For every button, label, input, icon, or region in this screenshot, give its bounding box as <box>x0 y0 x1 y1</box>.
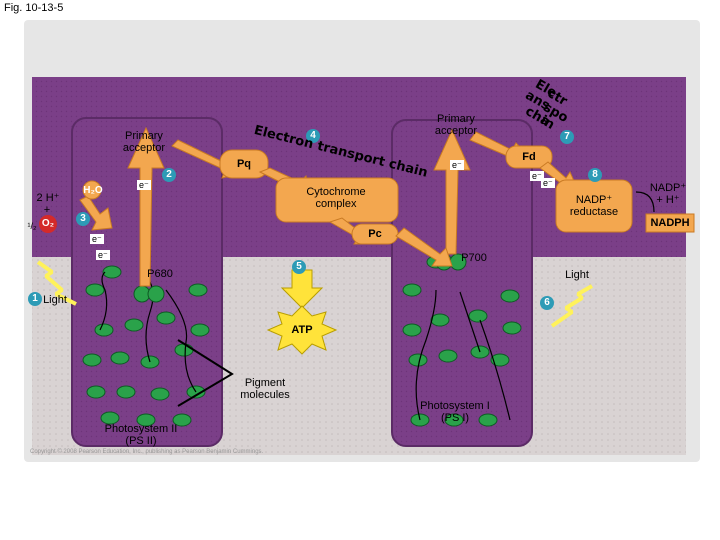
copyright-notice: Copyright © 2008 Pearson Education, Inc.… <box>30 449 264 455</box>
pigment-molecule <box>94 323 114 337</box>
pigment-molecule <box>124 318 144 332</box>
step-badge-8: 8 <box>588 168 602 182</box>
p680-reaction-center <box>133 285 165 303</box>
etc-arrow-pc-to-p700 <box>395 227 453 267</box>
pigment-molecule <box>156 311 176 325</box>
primary-acceptor-ps2-label: Primary acceptor <box>122 130 166 154</box>
pigment-molecule <box>85 283 105 297</box>
electron-label: e⁻ <box>137 180 151 190</box>
two-h-plus-label: 2 H⁺ <box>36 192 60 204</box>
electron-label: e⁻ <box>90 234 104 244</box>
atp-label: ATP <box>291 324 313 336</box>
step-badge-6: 6 <box>540 296 554 310</box>
pigment-molecule <box>502 321 522 335</box>
pigment-molecule <box>190 323 210 337</box>
electron-label: e⁻ <box>541 178 555 188</box>
light-label-left: Light <box>43 294 67 306</box>
step-badge-5: 5 <box>292 260 306 274</box>
water-molecule <box>82 180 102 200</box>
plus-label: + <box>43 204 51 216</box>
h2o-label: H₂O <box>83 185 103 196</box>
fd-label: Fd <box>522 151 536 163</box>
p680-label: P680 <box>147 268 173 280</box>
pigment-molecule <box>468 309 488 323</box>
light-bolt-left <box>36 260 77 306</box>
electron-label: e⁻ <box>96 250 110 260</box>
p700-label: P700 <box>461 252 487 264</box>
light-label-right: Light <box>565 269 589 281</box>
pigment-molecule <box>82 353 102 367</box>
pc-label: Pc <box>368 228 382 240</box>
cytochrome-complex-label: Cytochrome complex <box>306 186 366 210</box>
pigment-molecule <box>116 385 136 399</box>
step-badge-1: 1 <box>28 292 42 306</box>
energy-transfer-arrows <box>99 271 511 421</box>
step-badge-2: 2 <box>162 168 176 182</box>
pigment-molecule <box>110 351 130 365</box>
o2-molecule <box>39 215 57 233</box>
nadph-box <box>645 213 695 233</box>
pigment-molecule <box>102 265 122 279</box>
pigment-molecules-label: Pigment molecules <box>240 377 290 401</box>
pq-carrier <box>219 149 269 179</box>
pigment-molecule <box>188 283 208 297</box>
pigment-molecule <box>402 323 422 337</box>
light-bolt-right <box>550 284 593 328</box>
pigment-molecule <box>444 413 464 427</box>
pq-label: Pq <box>236 158 252 170</box>
o2-label: O₂ <box>41 218 55 229</box>
nadp-to-nadph-arrow <box>635 191 655 213</box>
nadp-reductase-label: NADP⁺ reductase <box>569 194 619 218</box>
photosystem-2-label: Photosystem II (PS II) <box>104 423 178 447</box>
half-label: ¹/₂ <box>27 221 37 231</box>
electron-label: e⁻ <box>530 171 544 181</box>
primary-acceptor-ps1-label: Primary acceptor <box>434 113 478 137</box>
step-badge-4: 4 <box>306 129 320 143</box>
photosystem-1-label: Photosystem I (PS I) <box>420 400 490 424</box>
pigment-molecule <box>408 353 428 367</box>
pigment-molecule <box>478 413 498 427</box>
pigment-molecules-ps2 <box>82 265 210 427</box>
ps2-excitation-arrow <box>127 126 165 287</box>
atp-arrow <box>280 269 324 309</box>
pigment-molecule <box>174 343 194 357</box>
atp-burst <box>266 305 338 355</box>
nadp-plus-h-label: NADP⁺ + H⁺ <box>649 182 687 206</box>
pigment-molecule <box>100 411 120 425</box>
pigment-pointer <box>177 339 234 407</box>
pigment-molecule <box>500 289 520 303</box>
pigment-molecule <box>172 413 192 427</box>
pigment-molecule <box>430 313 450 327</box>
pigment-molecule <box>402 283 422 297</box>
pigment-molecule <box>86 385 106 399</box>
nadph-label: NADPH <box>650 217 690 229</box>
step-badge-3: 3 <box>76 212 90 226</box>
fd-carrier <box>505 145 553 169</box>
figure-label: Fig. 10-13-5 <box>4 2 64 14</box>
step-badge-7: 7 <box>560 130 574 144</box>
pigment-molecule <box>438 349 458 363</box>
electron-label: e⁻ <box>450 160 464 170</box>
pigment-molecule <box>490 353 510 367</box>
pigment-molecule <box>150 387 170 401</box>
pigment-molecule <box>136 413 156 427</box>
